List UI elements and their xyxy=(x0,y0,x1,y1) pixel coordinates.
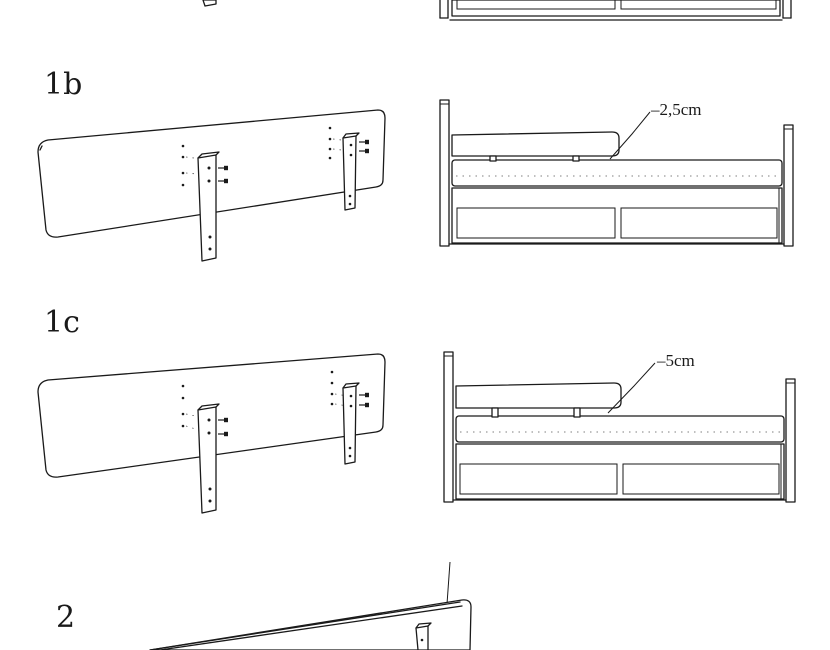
step-label-2: 2 xyxy=(56,600,76,635)
leg-right xyxy=(342,385,357,465)
step-1b-board xyxy=(37,109,386,262)
step-label-1b: 1b xyxy=(44,67,83,102)
leg-bottom-partial xyxy=(202,0,217,7)
step-label-1c: 1c xyxy=(44,305,80,340)
leg-right xyxy=(342,135,357,211)
offset-label-1c: –5cm xyxy=(657,351,695,370)
step-1a-partial xyxy=(202,0,792,21)
offset-label-1b: –2,5cm xyxy=(651,100,702,119)
step-1c-bed-side-view xyxy=(443,351,796,503)
step-1b-bed-side-view xyxy=(439,99,794,247)
leg-left xyxy=(197,406,217,514)
bed-side-view-partial xyxy=(439,0,792,21)
leg-left xyxy=(197,154,217,262)
step-2-partial xyxy=(149,561,472,650)
step-1c-board xyxy=(37,353,386,514)
leg-partial xyxy=(415,625,429,650)
